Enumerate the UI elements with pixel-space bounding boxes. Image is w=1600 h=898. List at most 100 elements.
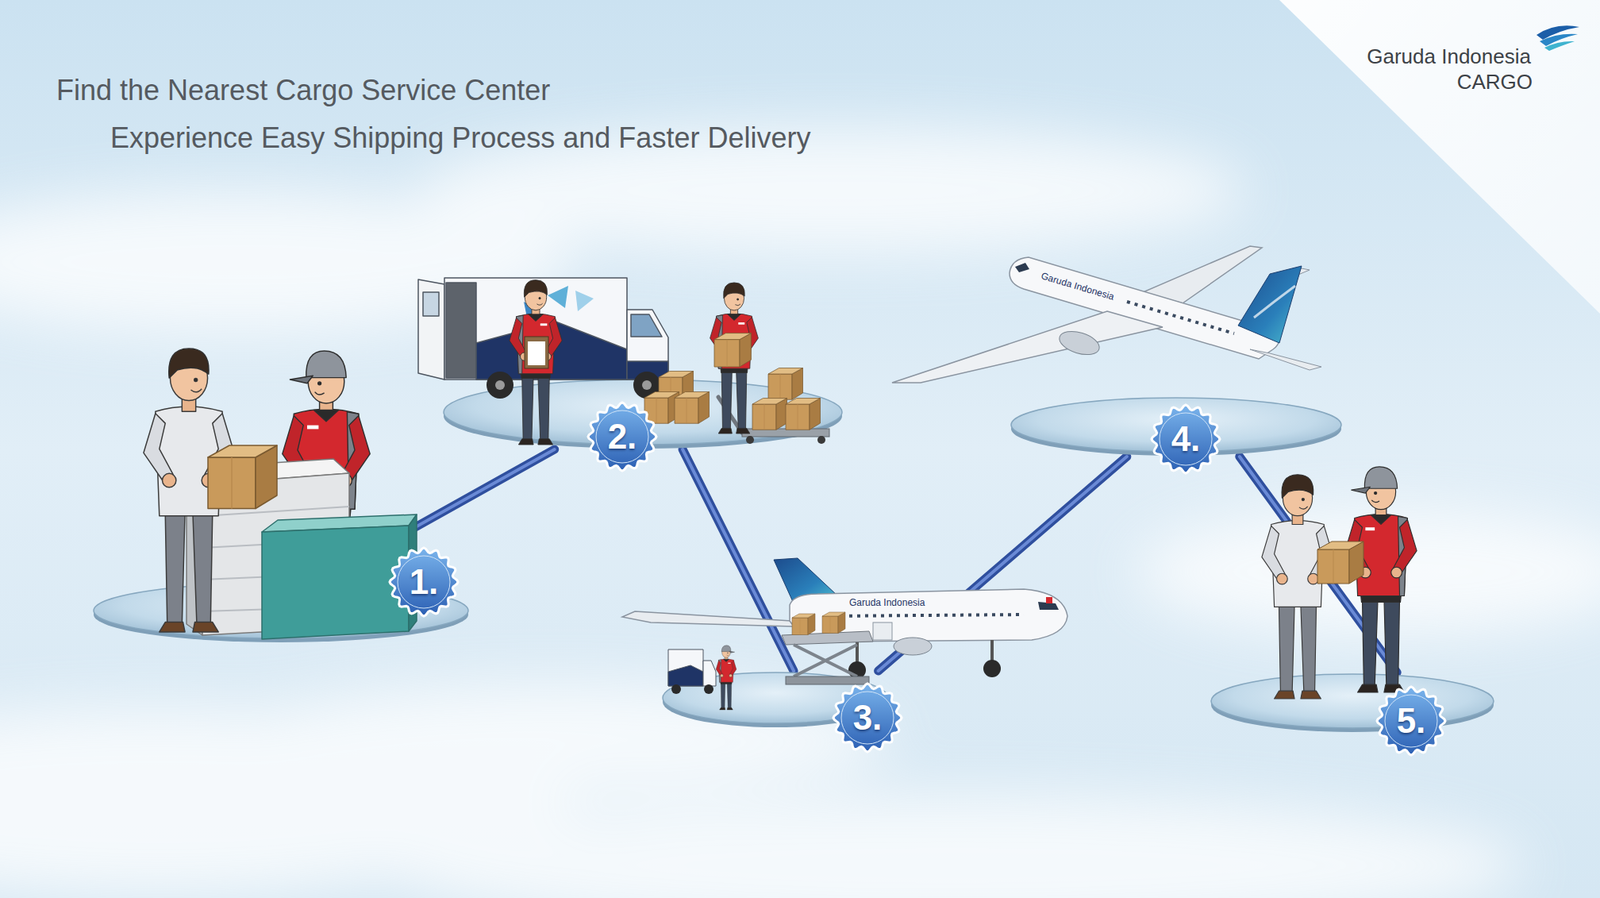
van-scene-part-part (444, 277, 627, 380)
connector-line (1239, 456, 1397, 673)
subtitle: Experience Easy Shipping Process and Fas… (110, 120, 811, 155)
callout-number: 4. (1150, 403, 1222, 475)
step-badge: 3. (831, 681, 904, 754)
counter-scene-part-part (202, 473, 350, 635)
counter-scene-part-part (261, 525, 409, 639)
loading-scene-part (990, 639, 994, 664)
loading-scene-part (622, 611, 933, 631)
delivery-scene-part-part (1351, 466, 1398, 493)
flight-scene-part (1250, 349, 1322, 370)
flight-scene-part (1266, 268, 1310, 283)
logo-name: Garuda Indonesia (1366, 44, 1531, 70)
flight-scene-part (892, 311, 1163, 383)
van-scene-part (785, 398, 821, 431)
counter-scene-part (143, 348, 235, 632)
van-scene-part-part (476, 321, 627, 380)
counter-scene-part (282, 350, 370, 627)
loading-scene-part (848, 661, 866, 679)
van-scene-part-part (710, 286, 759, 434)
counter-scene-part-part (282, 359, 370, 627)
van-scene-part (644, 392, 680, 424)
van-scene-part (817, 435, 826, 444)
counter-scene-part (202, 506, 350, 612)
loading-scene-part (825, 614, 1024, 616)
loading-scene-part-part (703, 660, 716, 686)
step-badge: 1. (388, 546, 460, 618)
van-scene-part (524, 336, 549, 369)
connector-line (682, 449, 794, 671)
flight-scene-part (1009, 257, 1280, 359)
loading-scene-part (793, 644, 858, 677)
van-scene-part-part (723, 282, 746, 299)
counter-scene-part (186, 458, 350, 635)
callout-number: 3. (831, 681, 904, 754)
step-badge: 2. (586, 400, 658, 473)
flight-scene-part (1142, 246, 1262, 304)
van-scene-part (674, 392, 710, 424)
disc-top (1211, 673, 1494, 728)
loading-scene-part (785, 676, 870, 685)
van-scene-part-part (523, 280, 547, 298)
delivery-scene-part-part (1261, 480, 1334, 699)
counter-scene-part (207, 445, 277, 509)
loading-scene-part (781, 630, 874, 645)
flight-scene-part (1056, 326, 1102, 359)
van-scene-part (752, 398, 788, 431)
van-scene-part (742, 428, 830, 437)
loading-scene-part-part (715, 646, 737, 710)
loading-scene-part (792, 613, 816, 635)
loading-scene-part-part (668, 649, 704, 686)
van-scene-part (418, 277, 669, 380)
flight-scene-part (1238, 265, 1302, 343)
connector-outer (682, 449, 794, 671)
flight-scene-part (1015, 262, 1030, 273)
sky-background-part (1544, 41, 1575, 51)
van-scene-part-part (626, 361, 669, 380)
loading-scene-part-part (721, 645, 735, 654)
delivery-scene-part-part (1281, 474, 1314, 498)
delivery-scene-part (1261, 474, 1334, 699)
van-scene-part (642, 380, 652, 390)
loading-scene-part (789, 588, 1068, 642)
disc-shape (1209, 672, 1496, 733)
van-scene-part (718, 396, 743, 433)
loading-scene-part (773, 557, 838, 604)
title: Find the Nearest Cargo Service Center (56, 73, 550, 108)
fuselage-text: Garuda Indonesia (1039, 269, 1116, 303)
connector-inner (682, 449, 794, 671)
sky-background-part (1279, 0, 1600, 314)
connector-outer (1239, 456, 1397, 673)
flight-scene-part (1253, 285, 1296, 318)
flight-scene-part (1126, 301, 1235, 334)
loading-scene-part (715, 645, 737, 710)
loading-scene-part (703, 684, 714, 694)
counter-scene-part-part (186, 458, 350, 485)
van-scene-part (495, 380, 505, 390)
connector-inner (1239, 456, 1397, 673)
van-scene-part (714, 333, 751, 367)
loading-scene-part (671, 684, 681, 694)
connector-line (878, 456, 1127, 671)
connector-inner (878, 456, 1127, 671)
loading-scene-part (822, 611, 846, 634)
van-scene-part (658, 371, 694, 404)
loading-scene-part (1038, 601, 1059, 610)
loading-scene-part (893, 637, 932, 655)
van-scene-part (547, 285, 569, 308)
callout-number: 2. (586, 400, 658, 473)
van-scene-part (486, 371, 514, 399)
platform-disc: 5. (1209, 672, 1496, 733)
step-badge: 4. (1150, 403, 1222, 475)
van-scene-part (509, 280, 562, 445)
sky-background-part (0, 126, 1600, 898)
platform-disc: 3. (661, 670, 890, 728)
loading-scene-part-part (668, 665, 704, 686)
van-scene-part (527, 341, 546, 366)
callout-number: 5. (1375, 684, 1447, 757)
van-scene-part (710, 282, 759, 434)
van-scene-part-part (509, 284, 562, 445)
platform-disc: 2. (442, 377, 844, 450)
sky-background-part-part (380, 793, 1524, 898)
